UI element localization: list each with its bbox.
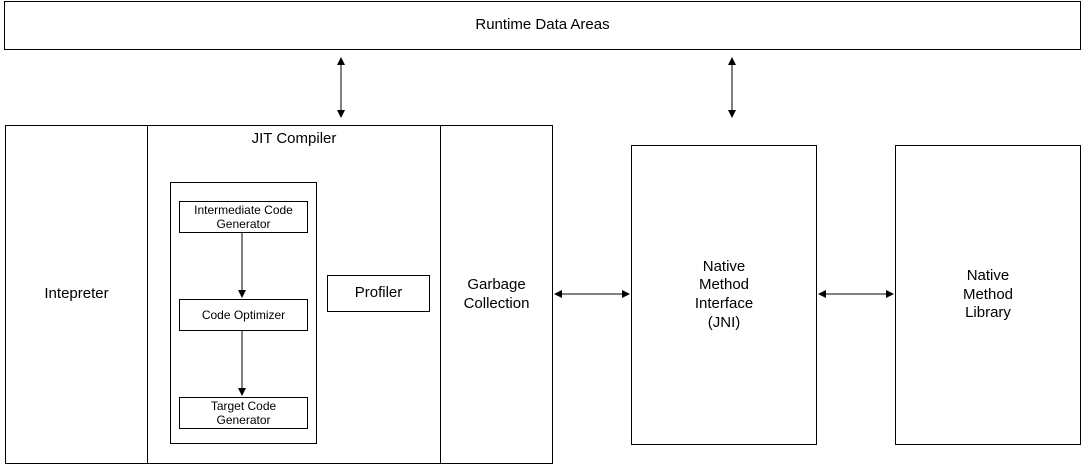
native-method-interface-box [631,145,817,445]
jit-compiler-title: JIT Compiler [251,129,337,147]
interpreter-label: Intepreter [44,285,109,303]
runtime-data-areas-label: Runtime Data Areas [475,16,610,34]
native-method-library-label: Native Method Library [962,266,1014,322]
intermediate-code-generator-label: Intermediate Code Generator [194,202,293,231]
intermediate-code-generator-box [179,201,308,233]
profiler-box [327,275,430,312]
target-code-generator-label: Target Code Generator [210,398,277,427]
code-optimizer-box [179,299,308,331]
native-method-interface-label: Native Method Interface (JNI) [694,257,754,331]
target-code-generator-box [179,397,308,429]
code-optimizer-label: Code Optimizer [201,307,286,322]
profiler-label: Profiler [354,284,403,302]
native-method-library-box [895,145,1081,445]
garbage-collection-label: Garbage Collection [463,275,530,312]
runtime-data-areas-box [4,1,1081,50]
